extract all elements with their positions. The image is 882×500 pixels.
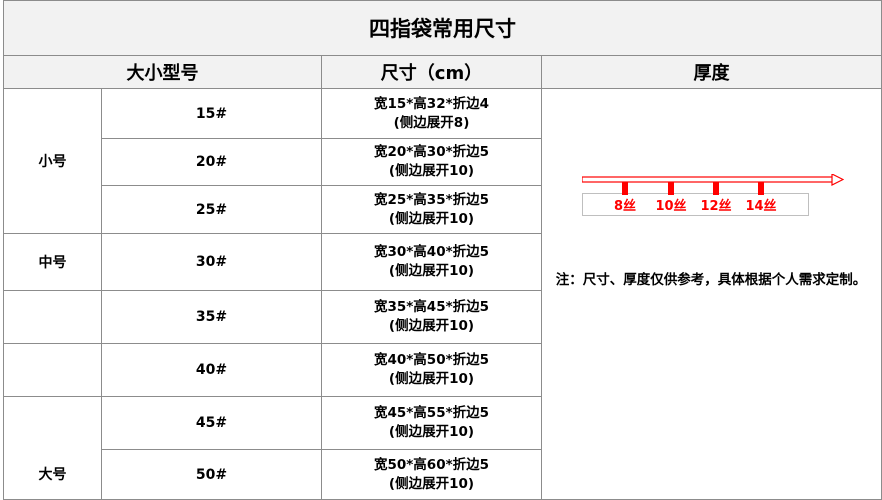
size-dimensions: 宽40*高50*折边5 — [373, 352, 490, 368]
size-side-unfold: (侧边展开10) — [388, 263, 475, 279]
scale-bar — [582, 176, 835, 183]
scale-tick-14 — [758, 182, 764, 195]
size-dimensions: 宽30*高40*折边5 — [373, 244, 490, 260]
size-side-unfold: (侧边展开10) — [388, 210, 475, 227]
size-cell: 宽35*高45*折边5 (侧边展开10) — [321, 290, 542, 344]
thickness-cell: 8丝 10丝 12丝 14丝 注：尺寸、厚度仅供参考，具体根据个人需求定制。 — [541, 88, 882, 500]
size-dimensions: 宽25*高35*折边5 — [373, 191, 490, 208]
size-side-unfold: (侧边展开10) — [388, 424, 475, 440]
size-cell: 宽30*高40*折边5 (侧边展开10) — [321, 233, 542, 291]
header-thickness: 厚度 — [541, 55, 882, 89]
size-side-unfold: (侧边展开10) — [388, 371, 475, 387]
size-cell: 宽20*高30*折边5 (侧边展开10) — [321, 138, 542, 186]
scale-label-8: 8丝 — [614, 198, 636, 214]
model-cell: 25# — [101, 185, 322, 234]
category-large: 大号 — [3, 396, 102, 500]
size-dimensions: 宽50*高60*折边5 — [373, 456, 490, 473]
size-cell: 宽45*高55*折边5 (侧边展开10) — [321, 396, 542, 450]
table-title: 四指袋常用尺寸 — [3, 0, 882, 56]
size-side-unfold: (侧边展开8) — [393, 114, 470, 131]
size-dimensions: 宽15*高32*折边4 — [373, 95, 490, 112]
category-empty — [3, 290, 102, 344]
category-empty — [3, 343, 102, 397]
size-cell: 宽40*高50*折边5 (侧边展开10) — [321, 343, 542, 397]
scale-label-10: 10丝 — [655, 198, 686, 214]
model-cell: 20# — [101, 138, 322, 186]
model-cell: 50# — [101, 449, 322, 500]
size-dimensions: 宽20*高30*折边5 — [373, 144, 490, 160]
model-cell: 15# — [101, 88, 322, 139]
model-cell: 30# — [101, 233, 322, 291]
size-cell: 宽25*高35*折边5 (侧边展开10) — [321, 185, 542, 234]
scale-label-14: 14丝 — [745, 198, 776, 214]
size-dimensions: 宽35*高45*折边5 — [373, 299, 490, 315]
scale-label-12: 12丝 — [700, 198, 731, 214]
category-medium: 中号 — [3, 233, 102, 291]
size-side-unfold: (侧边展开10) — [388, 318, 475, 334]
size-table: 四指袋常用尺寸 大小型号 尺寸（cm） 厚度 小号 15# 宽15*高32*折边… — [3, 0, 882, 500]
model-cell: 45# — [101, 396, 322, 450]
note-text: 注：尺寸、厚度仅供参考，具体根据个人需求定制。 — [555, 272, 867, 288]
size-table-frame: 四指袋常用尺寸 大小型号 尺寸（cm） 厚度 小号 15# 宽15*高32*折边… — [3, 0, 882, 500]
scale-label-box — [582, 193, 809, 216]
size-side-unfold: (侧边展开10) — [388, 163, 475, 179]
size-side-unfold: (侧边展开10) — [388, 475, 475, 492]
scale-arrow-head — [831, 174, 844, 186]
category-small: 小号 — [3, 88, 102, 234]
header-size: 尺寸（cm） — [321, 55, 542, 89]
scale-tick-12 — [713, 182, 719, 195]
size-cell: 宽15*高32*折边4 (侧边展开8) — [321, 88, 542, 139]
model-cell: 35# — [101, 290, 322, 344]
scale-tick-8 — [622, 182, 628, 195]
size-dimensions: 宽45*高55*折边5 — [373, 405, 490, 421]
header-model: 大小型号 — [3, 55, 322, 89]
model-cell: 40# — [101, 343, 322, 397]
thickness-scale: 8丝 10丝 12丝 14丝 — [582, 174, 844, 216]
size-cell: 宽50*高60*折边5 (侧边展开10) — [321, 449, 542, 500]
scale-tick-10 — [668, 182, 674, 195]
